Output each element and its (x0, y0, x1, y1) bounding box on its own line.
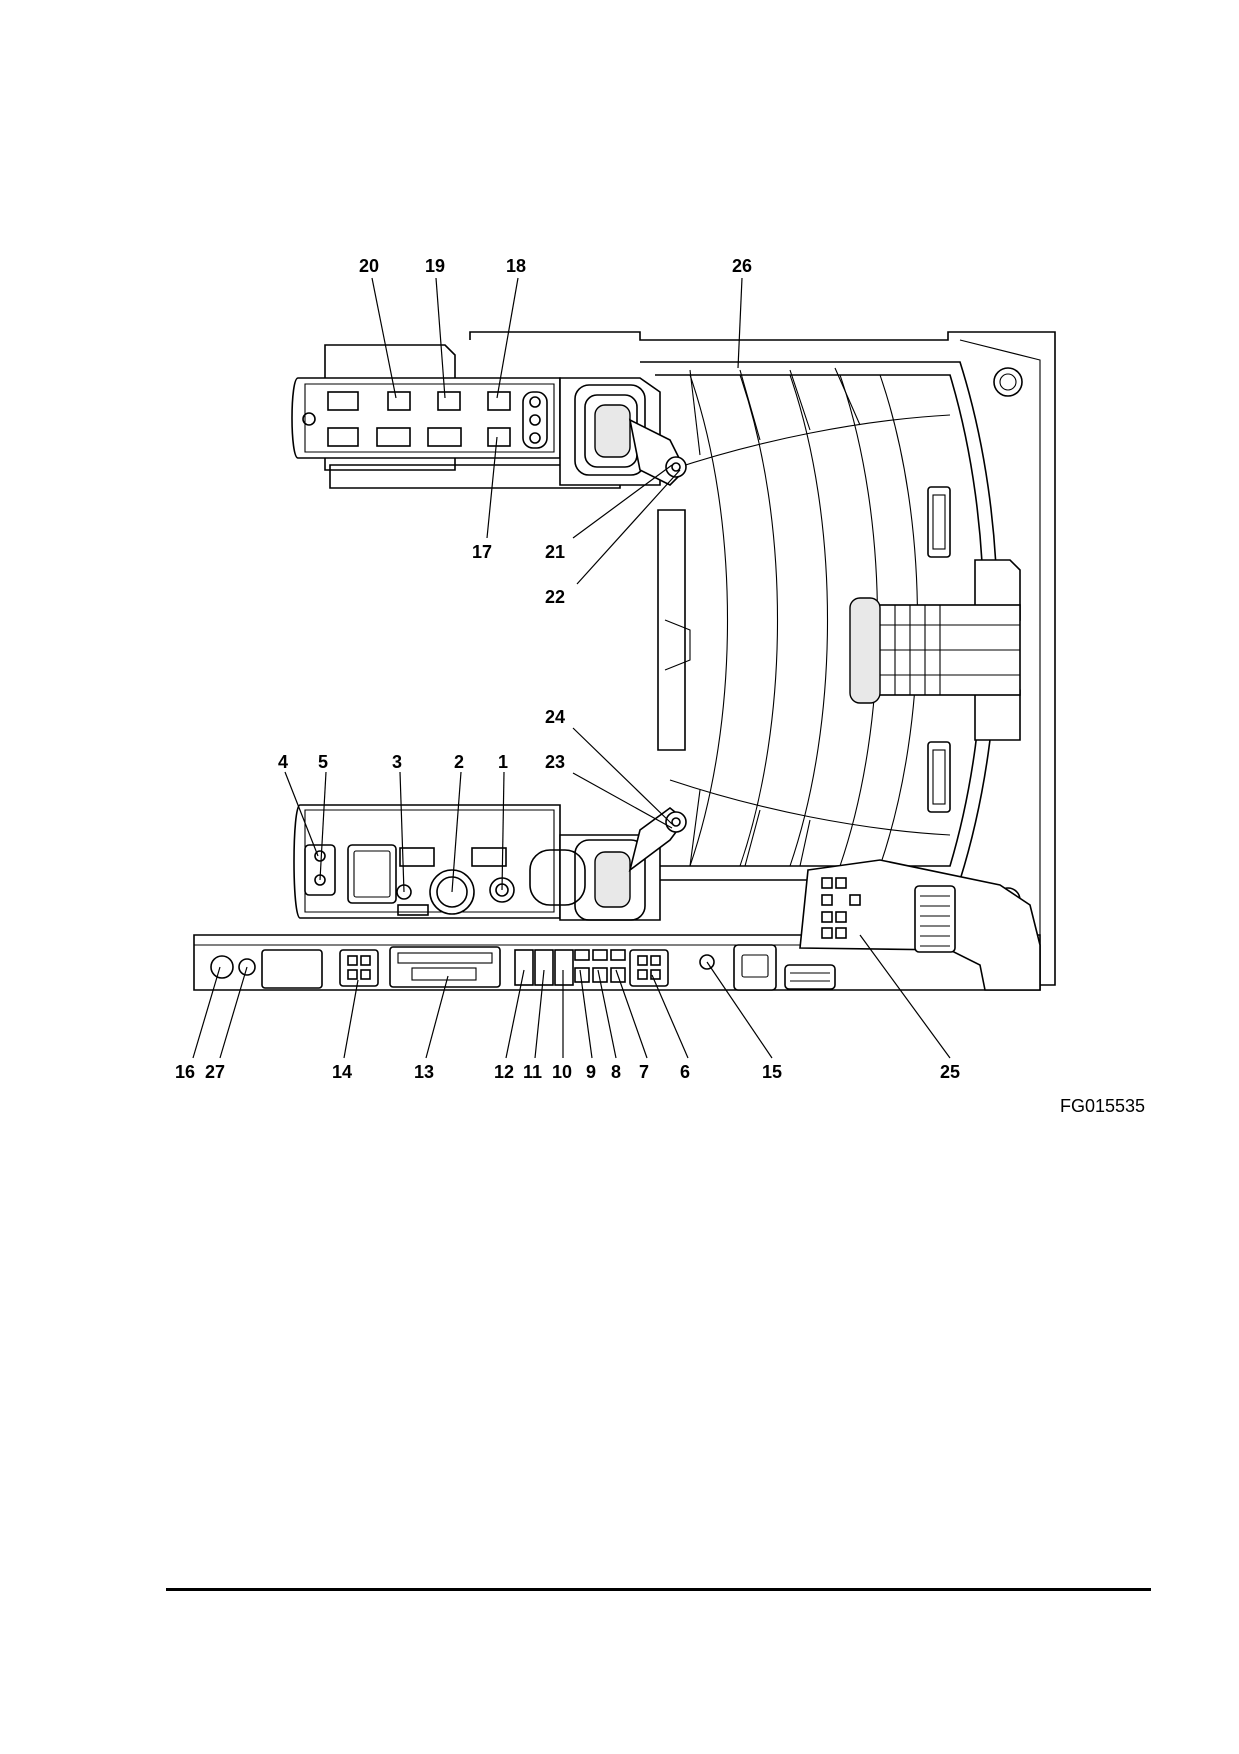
callout-15: 15 (762, 1062, 782, 1082)
right-joystick (559, 377, 687, 486)
leader-lines (192, 277, 951, 1059)
callout-1: 1 (498, 752, 508, 772)
pedal-area (849, 486, 1021, 813)
callout-26: 26 (732, 256, 752, 276)
callout-23: 23 (545, 752, 565, 772)
callout-13: 13 (414, 1062, 434, 1082)
callout-18: 18 (506, 256, 526, 276)
callout-5: 5 (318, 752, 328, 772)
left-side-console (293, 804, 561, 919)
left-joystick (529, 806, 687, 921)
footer-rule (166, 1588, 1151, 1591)
climate-control-panel (799, 859, 1041, 991)
front-instrument-bar (193, 934, 1041, 991)
callout-11: 11 (523, 1062, 542, 1082)
callout-6: 6 (680, 1062, 690, 1082)
callout-8: 8 (611, 1062, 621, 1082)
callout-21: 21 (545, 542, 565, 562)
callout-12: 12 (494, 1062, 514, 1082)
callout-25: 25 (940, 1062, 960, 1082)
callout-2: 2 (454, 752, 464, 772)
callout-27: 27 (205, 1062, 225, 1082)
callout-19: 19 (425, 256, 445, 276)
callout-20: 20 (359, 256, 379, 276)
callout-17: 17 (472, 542, 492, 562)
right-side-console (291, 344, 621, 489)
callout-3: 3 (392, 752, 402, 772)
callout-14: 14 (332, 1062, 352, 1082)
callout-labels: 20 19 18 26 17 21 22 24 23 4 5 3 2 1 16 … (175, 256, 1145, 1116)
callout-10: 10 (552, 1062, 572, 1082)
callout-9: 9 (586, 1062, 596, 1082)
callout-7: 7 (639, 1062, 649, 1082)
callout-4: 4 (278, 752, 288, 772)
callout-16: 16 (175, 1062, 195, 1082)
callout-22: 22 (545, 587, 565, 607)
callout-24: 24 (545, 707, 565, 727)
figure-id: FG015535 (1060, 1096, 1145, 1116)
